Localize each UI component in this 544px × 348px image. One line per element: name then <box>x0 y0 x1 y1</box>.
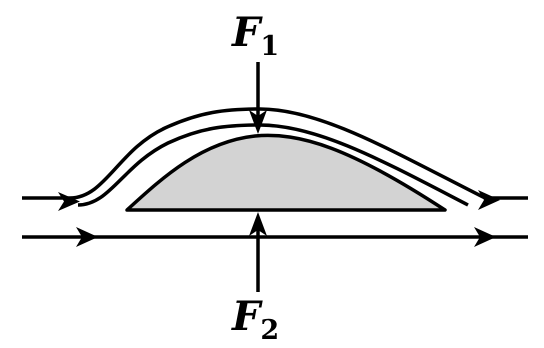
lower-streamline-arrow-right <box>474 227 496 247</box>
upper-streamline-inner <box>77 123 469 207</box>
upper-streamline-outer <box>22 107 528 200</box>
force-f2-arrowhead <box>249 212 267 236</box>
lower-streamline-arrow-left <box>76 227 98 247</box>
force-f2-label: F2 <box>231 293 279 346</box>
force-f1-label: F1 <box>231 9 279 62</box>
upper-streamline-arrow-right <box>478 190 500 210</box>
force-f1-arrowhead <box>249 110 267 134</box>
airfoil <box>125 133 447 212</box>
upper-streamline-arrow-left <box>58 192 80 211</box>
